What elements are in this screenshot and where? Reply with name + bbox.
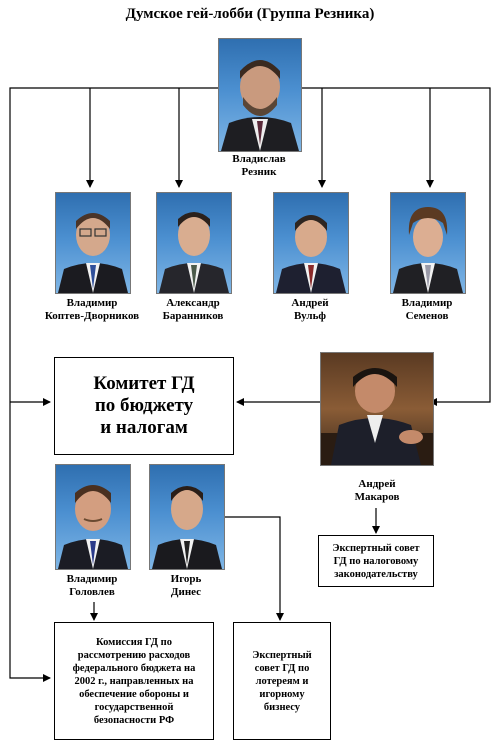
lottery-council-box: Экспертный совет ГД по лотереям и игорно… [233,622,331,740]
dines-first: Игорь [170,573,202,585]
vulf-first: Андрей [291,297,329,309]
commission-line-3: федерального бюджета на [72,662,196,674]
koptev-caption: Владимир Коптев-Дворников [44,297,140,323]
semenov-first: Владимир [401,297,453,309]
vulf-photo [273,192,349,294]
koptev-photo [55,192,131,294]
koptev-first: Владимир [66,297,118,309]
lottery-line-1: Экспертный [252,649,312,661]
tax-council-line-1: Экспертный совет [332,542,420,554]
barannikov-photo [156,192,232,294]
line-dines-lottery [224,516,284,621]
makarov-first: Андрей [358,478,396,490]
diagram-title: Думское гей-лобби (Группа Резника) [125,6,375,22]
barannikov-first: Александр [166,297,220,309]
dines-photo [149,464,225,570]
lottery-line-4: игорному [259,688,305,700]
semenov-caption: Владимир Семенов [382,297,472,323]
commission-line-2: рассмотрению расходов [77,649,191,661]
commission-line-1: Комиссия ГД по [96,636,172,648]
golovlev-last: Головлев [69,586,115,598]
reznik-photo [218,38,302,152]
line-reznik-right [300,87,491,406]
committee-line-1: Комитет ГД [93,373,195,394]
reznik-caption: Владислав Резник [218,153,300,179]
tax-council-line-2: ГД по налоговому [333,555,419,567]
dines-last: Динес [170,586,202,598]
vulf-caption: Андрей Вульф [265,297,355,323]
semenov-last: Семенов [405,310,449,322]
lottery-line-3: лотереям и [255,675,309,687]
lottery-line-5: бизнесу [263,701,301,713]
golovlev-first: Владимир [66,573,118,585]
commission-line-4: 2002 г., направленных на [74,675,194,687]
tax-council-box: Экспертный совет ГД по налоговому законо… [318,535,434,587]
barannikov-last: Баранников [162,310,224,322]
barannikov-caption: Александр Баранников [148,297,238,323]
makarov-last: Макаров [354,491,400,503]
committee-line-3: и налогам [100,417,188,438]
reznik-first: Владислав [232,153,286,165]
commission-box: Комиссия ГД по рассмотрению расходов фед… [54,622,214,740]
lottery-line-2: совет ГД по [254,662,310,674]
commission-line-5: обеспечение обороны и [79,688,189,700]
committee-box: Комитет ГД по бюджету и налогам [54,357,234,455]
committee-line-2: по бюджету [94,395,194,416]
koptev-last: Коптев-Дворников [44,310,140,322]
line-reznik-left [9,87,218,682]
golovlev-photo [55,464,131,570]
semenov-photo [390,192,466,294]
reznik-last: Резник [241,166,277,178]
commission-line-6: государственной [94,701,174,713]
golovlev-caption: Владимир Головлев [47,573,137,599]
commission-line-7: безопасности РФ [93,714,175,726]
makarov-caption: Андрей Макаров [332,478,422,504]
dines-caption: Игорь Динес [141,573,231,599]
vulf-last: Вульф [293,310,327,322]
makarov-photo [320,352,434,466]
tax-council-line-3: законодательству [334,568,418,580]
